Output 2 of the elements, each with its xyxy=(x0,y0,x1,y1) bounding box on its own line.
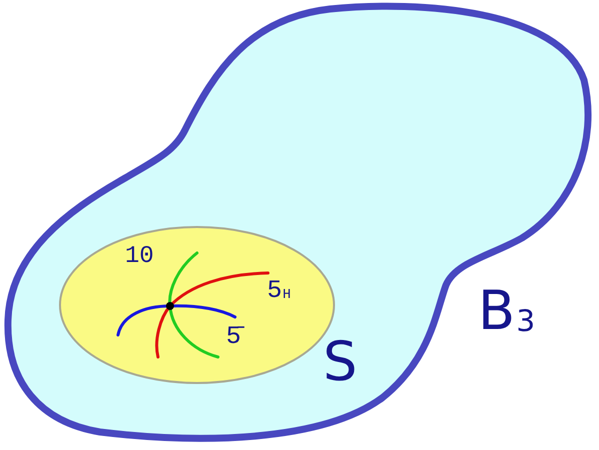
region-label: S xyxy=(323,335,358,389)
curve-label: 10 xyxy=(125,243,154,272)
